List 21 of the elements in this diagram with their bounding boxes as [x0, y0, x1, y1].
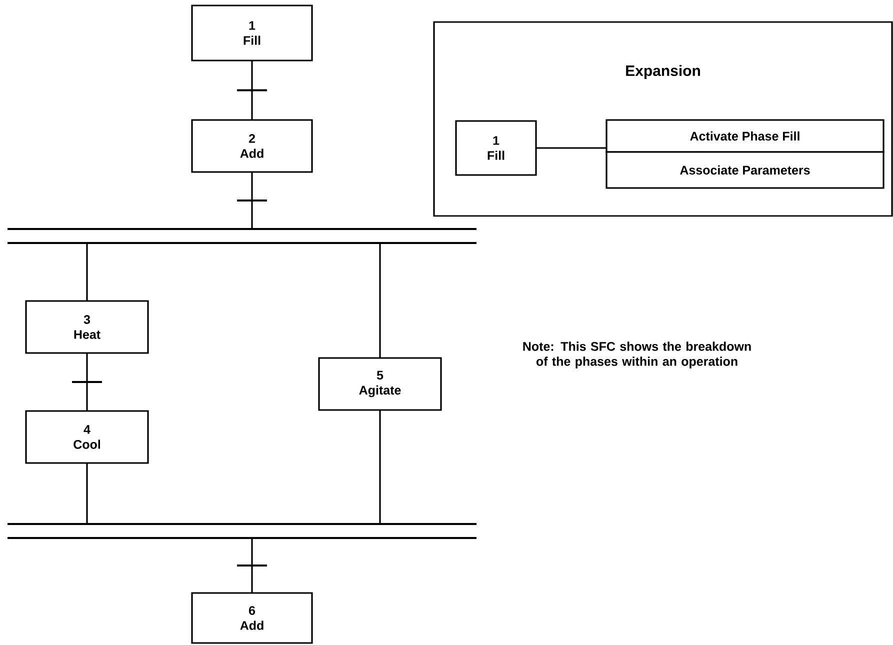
parallel-bar — [6, 523, 478, 539]
connector — [251, 538, 253, 593]
step-box: 5 Agitate — [318, 357, 442, 411]
connector — [86, 353, 88, 411]
parallel-bar — [6, 228, 478, 244]
step-box: 2 Add — [191, 119, 313, 173]
connector — [379, 243, 381, 358]
connector — [536, 147, 606, 149]
connector — [86, 243, 88, 301]
action-box: Associate Parameters — [606, 151, 884, 189]
step-box: 6 Add — [191, 592, 313, 644]
step-box: 3 Heat — [25, 300, 149, 354]
action-box: Activate Phase Fill — [606, 119, 884, 153]
connector — [379, 410, 381, 524]
step-box: 4 Cool — [25, 410, 149, 464]
connector — [251, 172, 253, 229]
step-box: 1 Fill — [455, 120, 537, 176]
connector — [251, 60, 253, 120]
step-box: 1 Fill — [191, 4, 313, 62]
note-text: Note: This SFC shows the breakdown of the phases within an operation — [523, 342, 751, 368]
connector — [86, 463, 88, 524]
